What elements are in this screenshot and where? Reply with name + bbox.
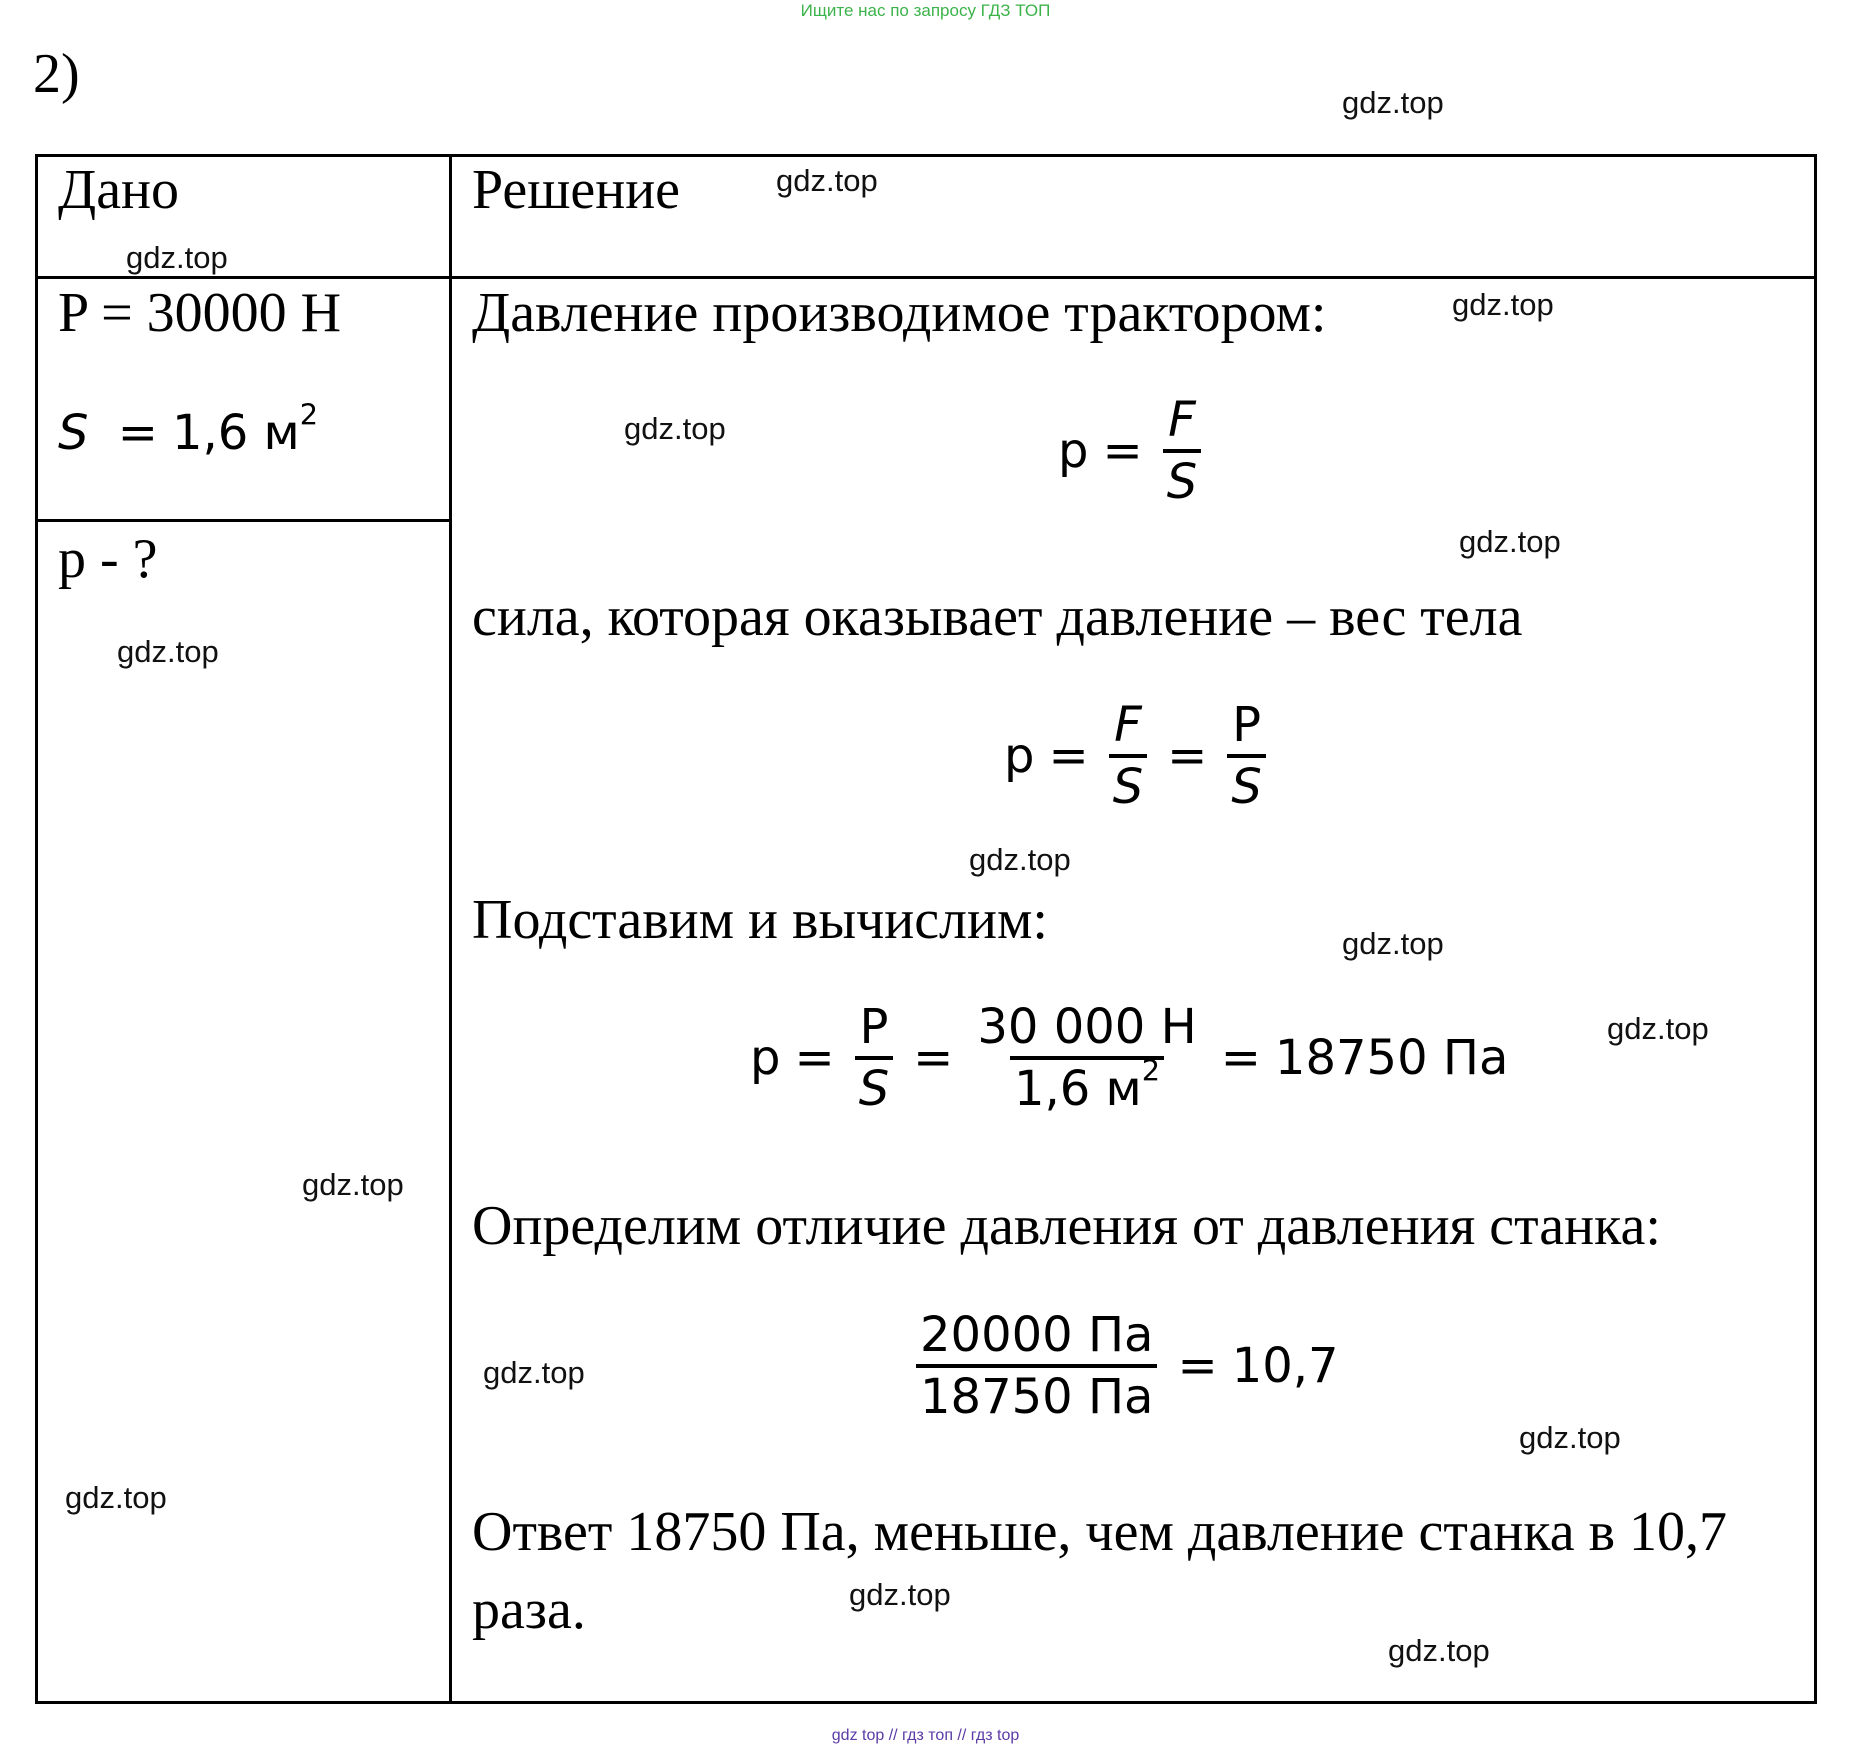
area-equals: = — [117, 405, 158, 461]
formula-pressure-definition: p = F S — [1058, 395, 1207, 508]
watermark: gdz.top — [776, 163, 878, 198]
fraction-denominator: S — [854, 1056, 894, 1115]
watermark: gdz.top — [1388, 1633, 1490, 1668]
fraction-denominator: 1,6 м2 — [1009, 1053, 1165, 1118]
area-exponent: 2 — [299, 397, 319, 432]
fraction-denominator: S — [1227, 754, 1266, 813]
fraction-numerator: F — [1168, 392, 1196, 448]
watermark: gdz.top — [126, 240, 228, 275]
solution-line-4: Определим отличие давления от давления с… — [472, 1195, 1661, 1257]
formula-equals: = — [1048, 728, 1089, 785]
given-weight: P = 30000 Н — [58, 282, 342, 344]
answer-line-2: раза. — [472, 1579, 586, 1641]
fraction-denominator: S — [1162, 449, 1202, 508]
watermark: gdz.top — [302, 1167, 404, 1202]
watermark: gdz.top — [65, 1480, 167, 1515]
formula-equals: = — [1177, 1338, 1218, 1395]
fraction-numerator: P — [859, 999, 889, 1055]
find-quantity: p - ? — [58, 528, 158, 590]
formula-lhs: p — [1058, 423, 1089, 480]
solution-line-1: Давление производимое трактором: — [472, 282, 1327, 344]
fraction-pressure-ratio: 20000 Па 18750 Па — [916, 1307, 1158, 1423]
denominator-value: 1,6 м — [1013, 1061, 1142, 1118]
fraction-weight-over-area: P S — [854, 999, 894, 1115]
formula-pressure-weight: p = F S = P S — [1004, 700, 1272, 813]
answer-line-1: Ответ 18750 Па, меньше, чем давление ста… — [472, 1501, 1728, 1563]
watermark: gdz.top — [1452, 287, 1554, 322]
area-variable: S — [58, 405, 89, 461]
fraction-force-over-area: F S — [1108, 697, 1148, 813]
fraction-numerator: F — [1114, 697, 1142, 753]
solution-header: Решение — [472, 159, 681, 221]
given-area: S =1,6 м2 — [58, 400, 318, 461]
watermark: gdz.top — [624, 411, 726, 446]
formula-equals: = — [1220, 1030, 1261, 1087]
formula-result: 18750 Па — [1274, 1030, 1509, 1087]
formula-calculation: p = P S = 30 000 Н 1,6 м2 = 18750 Па — [750, 1002, 1508, 1115]
fraction-values: 30 000 Н 1,6 м2 — [973, 1002, 1200, 1115]
search-hint-banner: Ищите нас по запросу ГДЗ ТОП — [800, 1, 1051, 20]
footer-watermark: gdz top // гдз топ // гдз top — [831, 1727, 1020, 1744]
watermark: gdz.top — [969, 842, 1071, 877]
watermark: gdz.top — [1342, 85, 1444, 120]
formula-equals: = — [1167, 728, 1208, 785]
formula-lhs: p — [750, 1030, 781, 1087]
watermark: gdz.top — [1342, 926, 1444, 961]
fraction-denominator: S — [1108, 754, 1148, 813]
task-number: 2) — [33, 43, 80, 105]
formula-equals: = — [913, 1030, 954, 1087]
fraction-numerator: 30 000 Н — [977, 999, 1197, 1055]
watermark: gdz.top — [849, 1577, 951, 1612]
watermark: gdz.top — [117, 634, 219, 669]
watermark: gdz.top — [483, 1355, 585, 1390]
formula-equals: = — [1102, 423, 1143, 480]
watermark: gdz.top — [1607, 1011, 1709, 1046]
watermark: gdz.top — [1519, 1420, 1621, 1455]
denominator-exponent: 2 — [1141, 1053, 1161, 1088]
watermark: gdz.top — [1459, 524, 1561, 559]
solution-line-3: Подставим и вычислим: — [472, 889, 1048, 951]
fraction-force-over-area: F S — [1162, 392, 1202, 508]
formula-equals: = — [794, 1030, 835, 1087]
fraction-weight-over-area: P S — [1227, 697, 1266, 813]
fraction-denominator: 18750 Па — [916, 1364, 1158, 1423]
area-value: 1,6 м — [171, 405, 300, 461]
fraction-numerator: 20000 Па — [920, 1307, 1154, 1363]
given-header: Дано — [58, 159, 180, 221]
solution-line-2: сила, которая оказывает давление – вес т… — [472, 586, 1523, 648]
formula-ratio: 20000 Па 18750 Па = 10,7 — [910, 1310, 1339, 1423]
formula-result: 10,7 — [1231, 1338, 1339, 1395]
fraction-numerator: P — [1232, 697, 1262, 753]
formula-lhs: p — [1004, 728, 1035, 785]
